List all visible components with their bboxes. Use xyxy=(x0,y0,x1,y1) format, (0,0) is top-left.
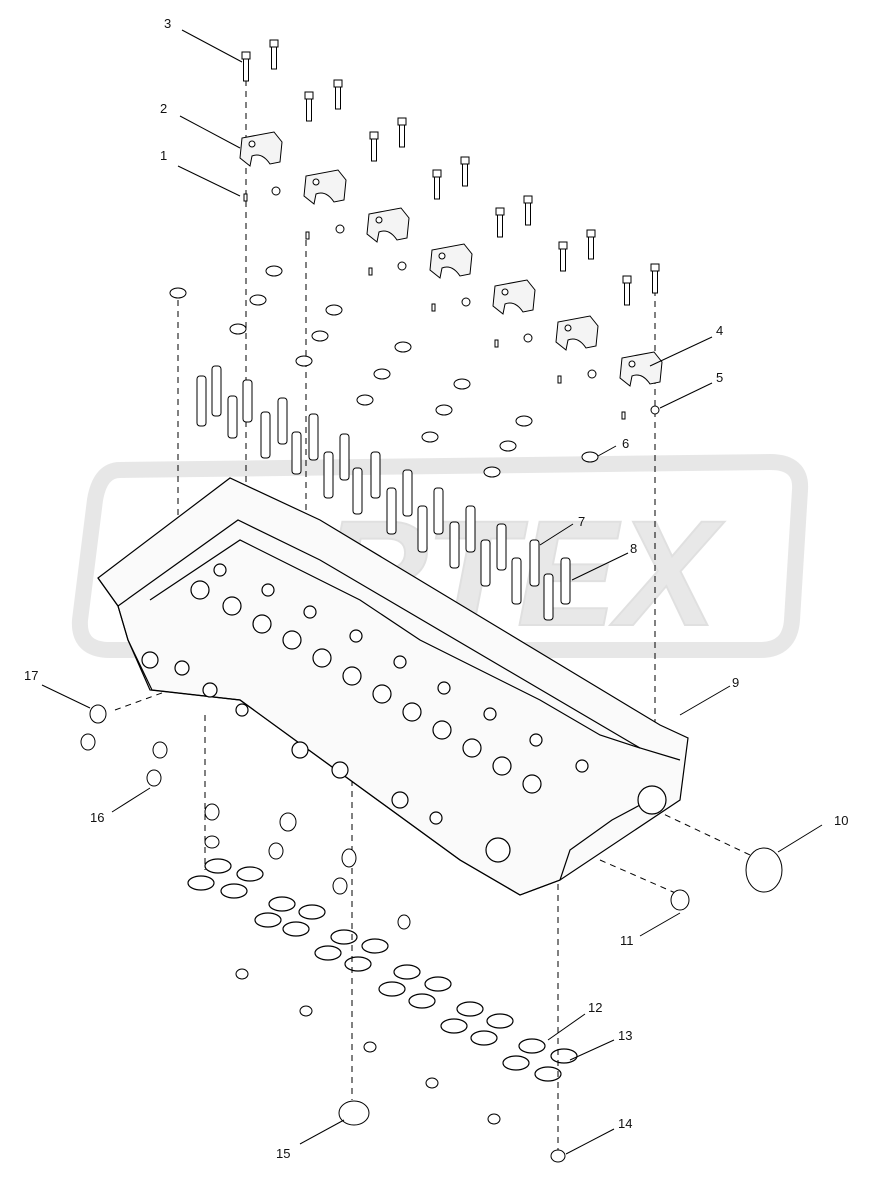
dowel-pins xyxy=(243,193,626,420)
bolts xyxy=(241,39,660,306)
callout-7: 7 xyxy=(578,514,585,529)
leader-lines xyxy=(41,29,823,1155)
valve-guides xyxy=(196,365,571,621)
callout-4: 4 xyxy=(716,323,723,338)
callout-14: 14 xyxy=(618,1116,632,1131)
callout-17: 17 xyxy=(24,668,38,683)
cup-plugs xyxy=(169,186,660,478)
o-rings xyxy=(187,858,578,1082)
callout-5: 5 xyxy=(716,370,723,385)
bearing-caps xyxy=(239,131,663,387)
callout-12: 12 xyxy=(588,1000,602,1015)
callout-13: 13 xyxy=(618,1028,632,1043)
callout-1: 1 xyxy=(160,148,167,163)
assembly-axis-lines xyxy=(114,80,751,1150)
cylinder-head xyxy=(97,477,689,896)
callout-10: 10 xyxy=(834,813,848,828)
callout-labels: 1 2 3 4 5 6 7 8 9 10 11 12 13 14 15 16 1… xyxy=(24,16,848,1161)
callout-11: 11 xyxy=(620,933,634,948)
callout-15: 15 xyxy=(276,1146,290,1161)
callout-3: 3 xyxy=(164,16,171,31)
callout-2: 2 xyxy=(160,101,167,116)
callout-6: 6 xyxy=(622,436,629,451)
callout-16: 16 xyxy=(90,810,104,825)
lower-seals xyxy=(80,704,783,1163)
callout-9: 9 xyxy=(732,675,739,690)
small-caps xyxy=(235,968,501,1125)
callout-8: 8 xyxy=(630,541,637,556)
